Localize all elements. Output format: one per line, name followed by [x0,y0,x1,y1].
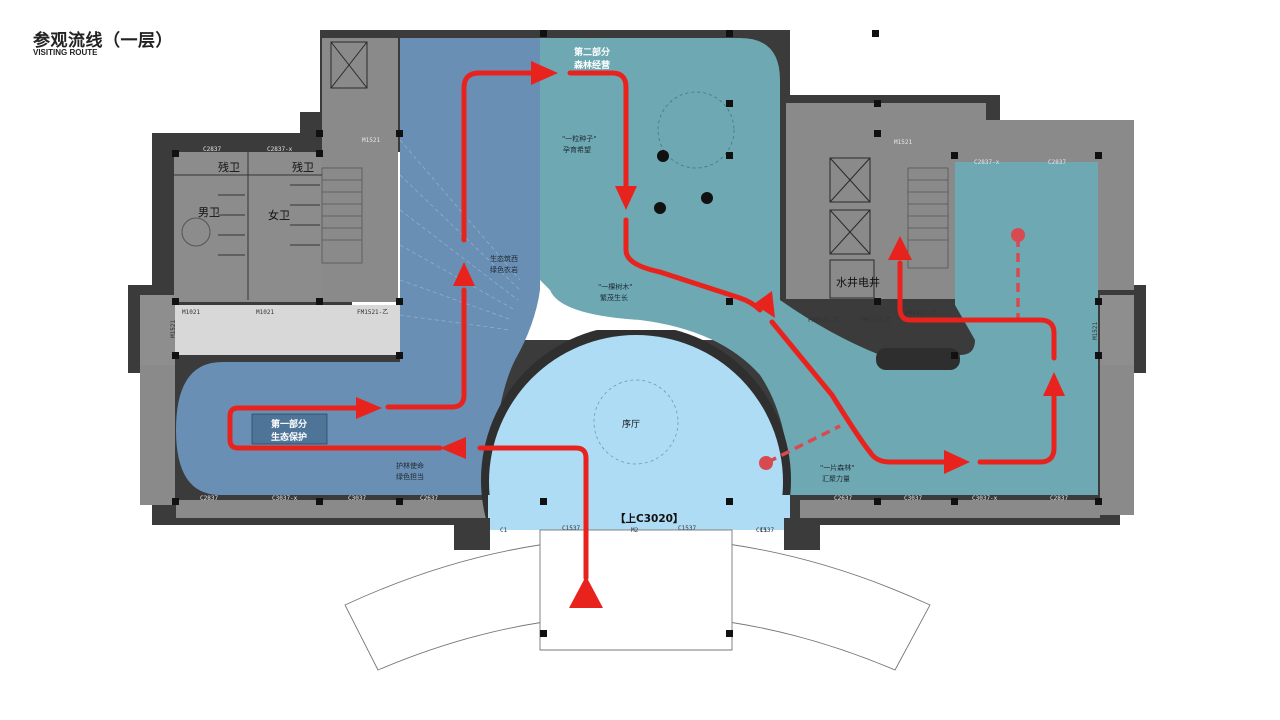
page-subtitle: VISITING ROUTE [33,48,98,57]
page-title: 参观流线（一层） [33,31,173,51]
room-label-accessible-toilet-2: 残卫 [292,160,314,174]
code-label: M1521 [1092,322,1099,340]
route-branches [767,238,1020,464]
code-label: C1537 [756,527,774,534]
structural-columns [172,30,1102,637]
stair-icon [321,167,949,269]
code-label: C1537 [678,525,696,532]
code-label: C2837 [1048,159,1066,166]
code-label: C3037-x [972,495,998,502]
branch-end-dot [1011,228,1025,242]
code-label: C2837 [1050,495,1068,502]
room-label-accessible-toilet: 残卫 [218,160,240,174]
zone-label-eco-sub: 绿色农岩 [490,265,518,274]
room-label-lobby: 序厅 [622,418,640,430]
code-label: C1537 [562,525,580,532]
code-label: M1521 [362,137,380,144]
entrance-canopy [344,518,931,671]
zone-label-tree: "一棵树木" [598,282,632,291]
code-label: C2837 [203,146,221,153]
visiting-route [227,70,1057,581]
part1-label-box [251,413,328,445]
code-label: FM1521-乙 [357,309,388,316]
code-label: M1521 [894,139,912,146]
zone-label-part1: 第一部分 [271,418,307,430]
code-label: C3037-x [272,495,298,502]
code-label: C2837 [200,495,218,502]
zone-label-forest-sub: 汇聚力量 [822,474,850,483]
zone-label-guard-sub: 绿色担当 [396,472,424,481]
elevator-icon [330,41,875,299]
room-label-men-toilet: 男卫 [198,206,220,219]
code-label: C2637 [420,495,438,502]
room-label-shaft: 水井电井 [836,275,880,289]
zone-label-part2-name: 森林经营 [574,59,610,71]
code-label: M1021 [182,309,200,316]
zone-label-eco: 生态筑西 [490,254,518,263]
zone-part2 [540,38,1098,495]
toilet-partitions [174,152,322,300]
zone-label-tree-sub: 繁茂生长 [600,293,628,302]
code-label: FM0721-乙 [808,317,839,324]
room-label-women-toilet: 女卫 [268,208,290,222]
lobby-rotunda [481,330,791,530]
code-label: C1 [500,527,508,534]
room-label-entrance: 【上C3020】 [615,512,683,525]
drawing-codes: C2837 C2837-x M1521 M1521 M1021 M1021 FM… [170,137,1099,534]
zone-label-part1-name: 生态保护 [271,431,307,443]
zone-label-seed-sub: 孕育希望 [563,145,591,154]
code-label: C3037 [348,495,366,502]
branch-start-dot [759,456,773,470]
code-label: M1021 [256,309,274,316]
code-label: M2 [631,527,639,534]
code-label: C1 [760,527,768,534]
zone-label-guard: 护林使命 [396,461,424,470]
zone-label-part2: 第二部分 [574,46,610,58]
route-arrow-icon [356,61,1065,608]
code-label: C3037 [904,495,922,502]
code-label: FM0721-乙 [860,317,891,324]
zone-label-forest: "一片森林" [820,463,854,472]
code-label: C2837-x [267,146,293,153]
code-label: C2837-x [974,159,1000,166]
code-label: C2637 [834,495,852,502]
zone-label-seed: "一粒种子" [562,134,596,143]
code-label: M1521 [170,320,177,338]
code-label: FM1521-乙 [905,310,936,317]
